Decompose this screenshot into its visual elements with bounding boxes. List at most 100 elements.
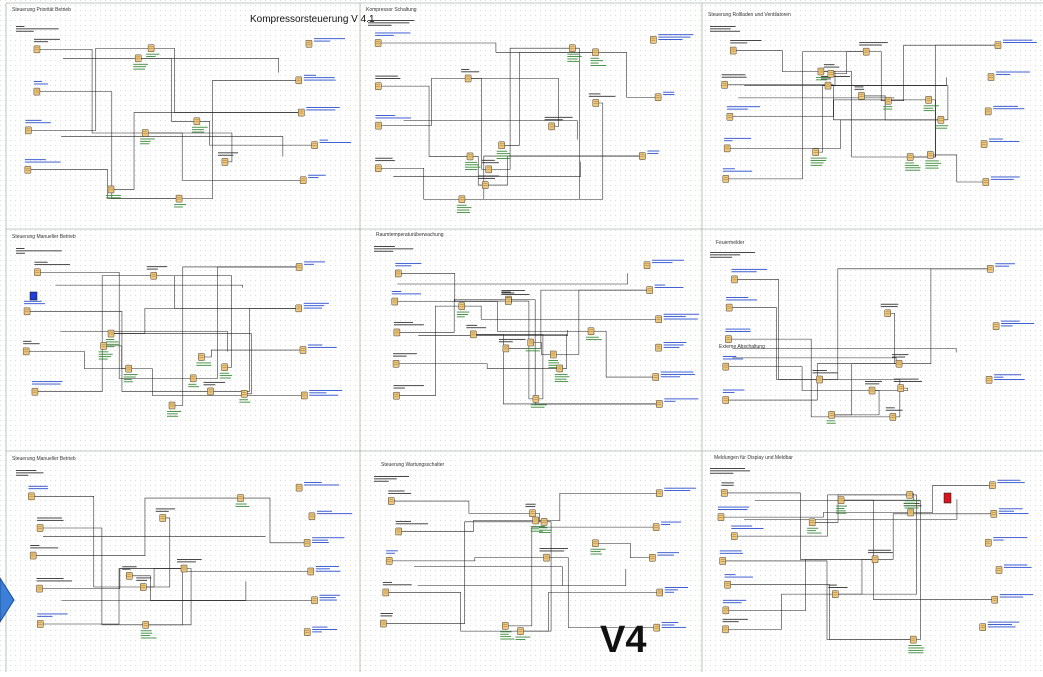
label-text-line	[502, 293, 515, 294]
label-text-line	[501, 294, 529, 295]
label-text-line	[319, 600, 336, 601]
label-text-line	[220, 373, 230, 374]
label-text-line	[988, 624, 1012, 625]
label-text-line	[374, 248, 413, 249]
output-block	[312, 142, 318, 149]
label-text-line	[994, 379, 1025, 380]
label-text-line	[375, 115, 394, 116]
label-text-line	[662, 625, 675, 626]
label-text-line	[319, 597, 335, 598]
logic-block	[135, 55, 141, 62]
label-text-line	[1001, 323, 1034, 324]
label-text-line	[924, 105, 939, 106]
label-text-line	[730, 42, 747, 43]
label-text-line	[859, 45, 882, 46]
label-text-line	[813, 372, 838, 373]
label-text-line	[664, 345, 684, 346]
label-text-line	[220, 378, 231, 379]
label-text-line	[996, 74, 1010, 75]
input-block	[375, 165, 381, 172]
logic-block	[592, 49, 598, 56]
logic-block	[190, 375, 196, 382]
logic-block	[549, 123, 555, 130]
label-text-line	[567, 54, 579, 55]
label-text-line	[545, 119, 563, 120]
logic-block	[809, 519, 815, 526]
logic-block	[885, 97, 891, 104]
label-text-line	[499, 341, 513, 342]
label-text-line	[317, 513, 352, 514]
logic-block	[517, 628, 523, 635]
label-text-line	[725, 577, 753, 578]
label-text-line	[304, 485, 339, 486]
label-text-line	[525, 504, 535, 505]
label-text-line	[881, 304, 899, 305]
label-text-line	[37, 578, 64, 579]
input-block	[725, 336, 731, 343]
label-text-line	[99, 359, 108, 360]
label-text-line	[99, 354, 113, 355]
label-text-line	[894, 379, 919, 380]
label-text-line	[174, 204, 186, 205]
label-text-line	[526, 348, 537, 349]
sheet-title-s3: Steuerung Rollladen und Ventilatoren	[708, 12, 791, 18]
label-text-line	[308, 347, 337, 348]
label-text-line	[124, 377, 136, 378]
label-text-line	[836, 506, 847, 507]
label-text-line	[661, 522, 681, 523]
sheet-title-s5: Raumtemperaturüberwachung	[376, 232, 444, 238]
label-text-line	[499, 339, 526, 340]
output-block	[653, 524, 659, 531]
label-text-line	[465, 162, 477, 163]
label-text-line	[136, 577, 151, 578]
label-text-line	[147, 269, 158, 270]
label-text-line	[586, 337, 599, 338]
label-text-line	[394, 322, 413, 323]
output-block	[308, 568, 314, 575]
label-text-line	[723, 171, 752, 172]
label-text-line	[732, 271, 757, 272]
output-block	[656, 316, 662, 323]
label-text-line	[1001, 321, 1020, 322]
output-block	[644, 262, 650, 269]
label-text-line	[886, 407, 895, 408]
label-text-line	[312, 627, 327, 628]
label-text-line	[905, 163, 914, 164]
input-block	[721, 489, 727, 496]
logic-block	[838, 497, 844, 504]
label-text-line	[730, 40, 761, 41]
label-text-line	[124, 374, 138, 375]
input-block	[25, 166, 31, 173]
label-text-line	[34, 81, 42, 82]
label-text-line	[824, 67, 839, 68]
label-text-line	[994, 374, 1021, 375]
logic-block	[885, 310, 891, 317]
label-text-line	[999, 508, 1023, 509]
logic-block	[126, 365, 132, 372]
logic-block	[148, 45, 154, 52]
input-block	[375, 83, 381, 90]
input-block	[720, 557, 726, 564]
input-block	[28, 493, 34, 500]
label-text-line	[16, 475, 28, 476]
label-text-line	[655, 285, 665, 286]
label-text-line	[661, 374, 695, 375]
label-text-line	[16, 472, 43, 473]
label-text-line	[1003, 42, 1037, 43]
label-text-line	[859, 42, 888, 43]
output-block	[653, 374, 659, 381]
label-text-line	[661, 372, 694, 373]
label-text-line	[304, 482, 322, 483]
label-text-line	[140, 143, 149, 144]
output-block	[993, 323, 999, 330]
label-text-line	[122, 569, 130, 570]
label-text-line	[924, 110, 935, 111]
label-text-line	[174, 207, 183, 208]
label-text-line	[724, 140, 732, 141]
label-text-line	[531, 407, 545, 408]
label-text-line	[388, 491, 404, 492]
label-text-line	[525, 506, 535, 507]
label-text-line	[723, 390, 745, 391]
label-text-line	[304, 308, 322, 309]
label-text-line	[652, 262, 672, 263]
